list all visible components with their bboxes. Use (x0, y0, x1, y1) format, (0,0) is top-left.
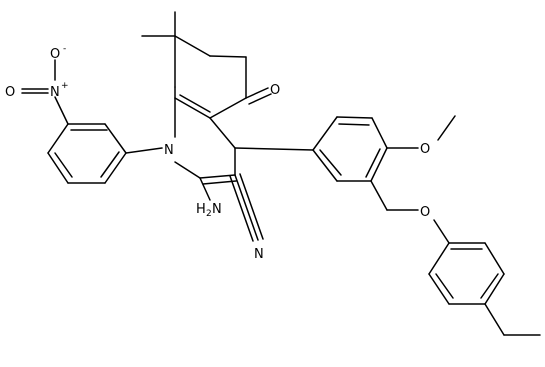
nitro-nitrogen-charge: + (61, 81, 69, 91)
bond (209, 117, 236, 149)
bond (371, 117, 388, 149)
ether-oxygen-label: O (420, 205, 430, 220)
bond (104, 123, 127, 154)
bond (239, 173, 264, 240)
bond (104, 152, 127, 184)
bonds (21, 11, 541, 336)
bond (338, 123, 370, 126)
nitro-oxygen-left-label: O (5, 85, 15, 100)
amino-hydrogen-label: H (196, 202, 206, 217)
bond (209, 97, 247, 119)
bond (47, 152, 69, 184)
bond (54, 96, 69, 125)
nitro-oxygen-charge: - (63, 44, 66, 54)
bond (234, 174, 259, 241)
bond (229, 175, 254, 242)
bond (484, 273, 505, 305)
bond (47, 123, 69, 154)
bond (245, 87, 269, 99)
bond (370, 180, 388, 211)
nitrile-nitrogen-label: N (254, 247, 264, 262)
bond (174, 161, 201, 179)
bond (179, 94, 211, 113)
bond (480, 273, 499, 299)
amino-subscript: 2 (206, 209, 212, 219)
bond (199, 177, 211, 201)
carbonyl-oxygen-label: O (270, 83, 280, 98)
amino-nitrogen-label: N (212, 202, 222, 217)
bond (248, 93, 272, 105)
bond (312, 149, 338, 182)
bond (234, 147, 314, 151)
bond (54, 152, 73, 178)
bond (312, 116, 338, 151)
bond (174, 97, 211, 119)
bond (428, 242, 450, 275)
bond (484, 303, 505, 336)
nitro-oxygen-top-label: O (50, 47, 60, 62)
bond (199, 174, 236, 179)
bond (174, 35, 211, 57)
atom-labels: O - O N + N O H 2 N N O O (5, 44, 430, 262)
bond (370, 147, 388, 182)
bond (435, 273, 454, 299)
bond (100, 151, 120, 178)
bond (365, 148, 381, 178)
bond (484, 242, 505, 275)
bond (437, 115, 456, 141)
bond (428, 273, 450, 305)
bond (209, 55, 247, 58)
bond (336, 116, 373, 119)
bond (125, 147, 163, 154)
methoxy-oxygen-label: O (420, 142, 430, 157)
bond (202, 180, 237, 185)
nitro-nitrogen-label: N (50, 85, 60, 100)
ring-nitrogen-label: N (164, 143, 174, 158)
bond (433, 219, 450, 244)
bond (319, 149, 342, 176)
